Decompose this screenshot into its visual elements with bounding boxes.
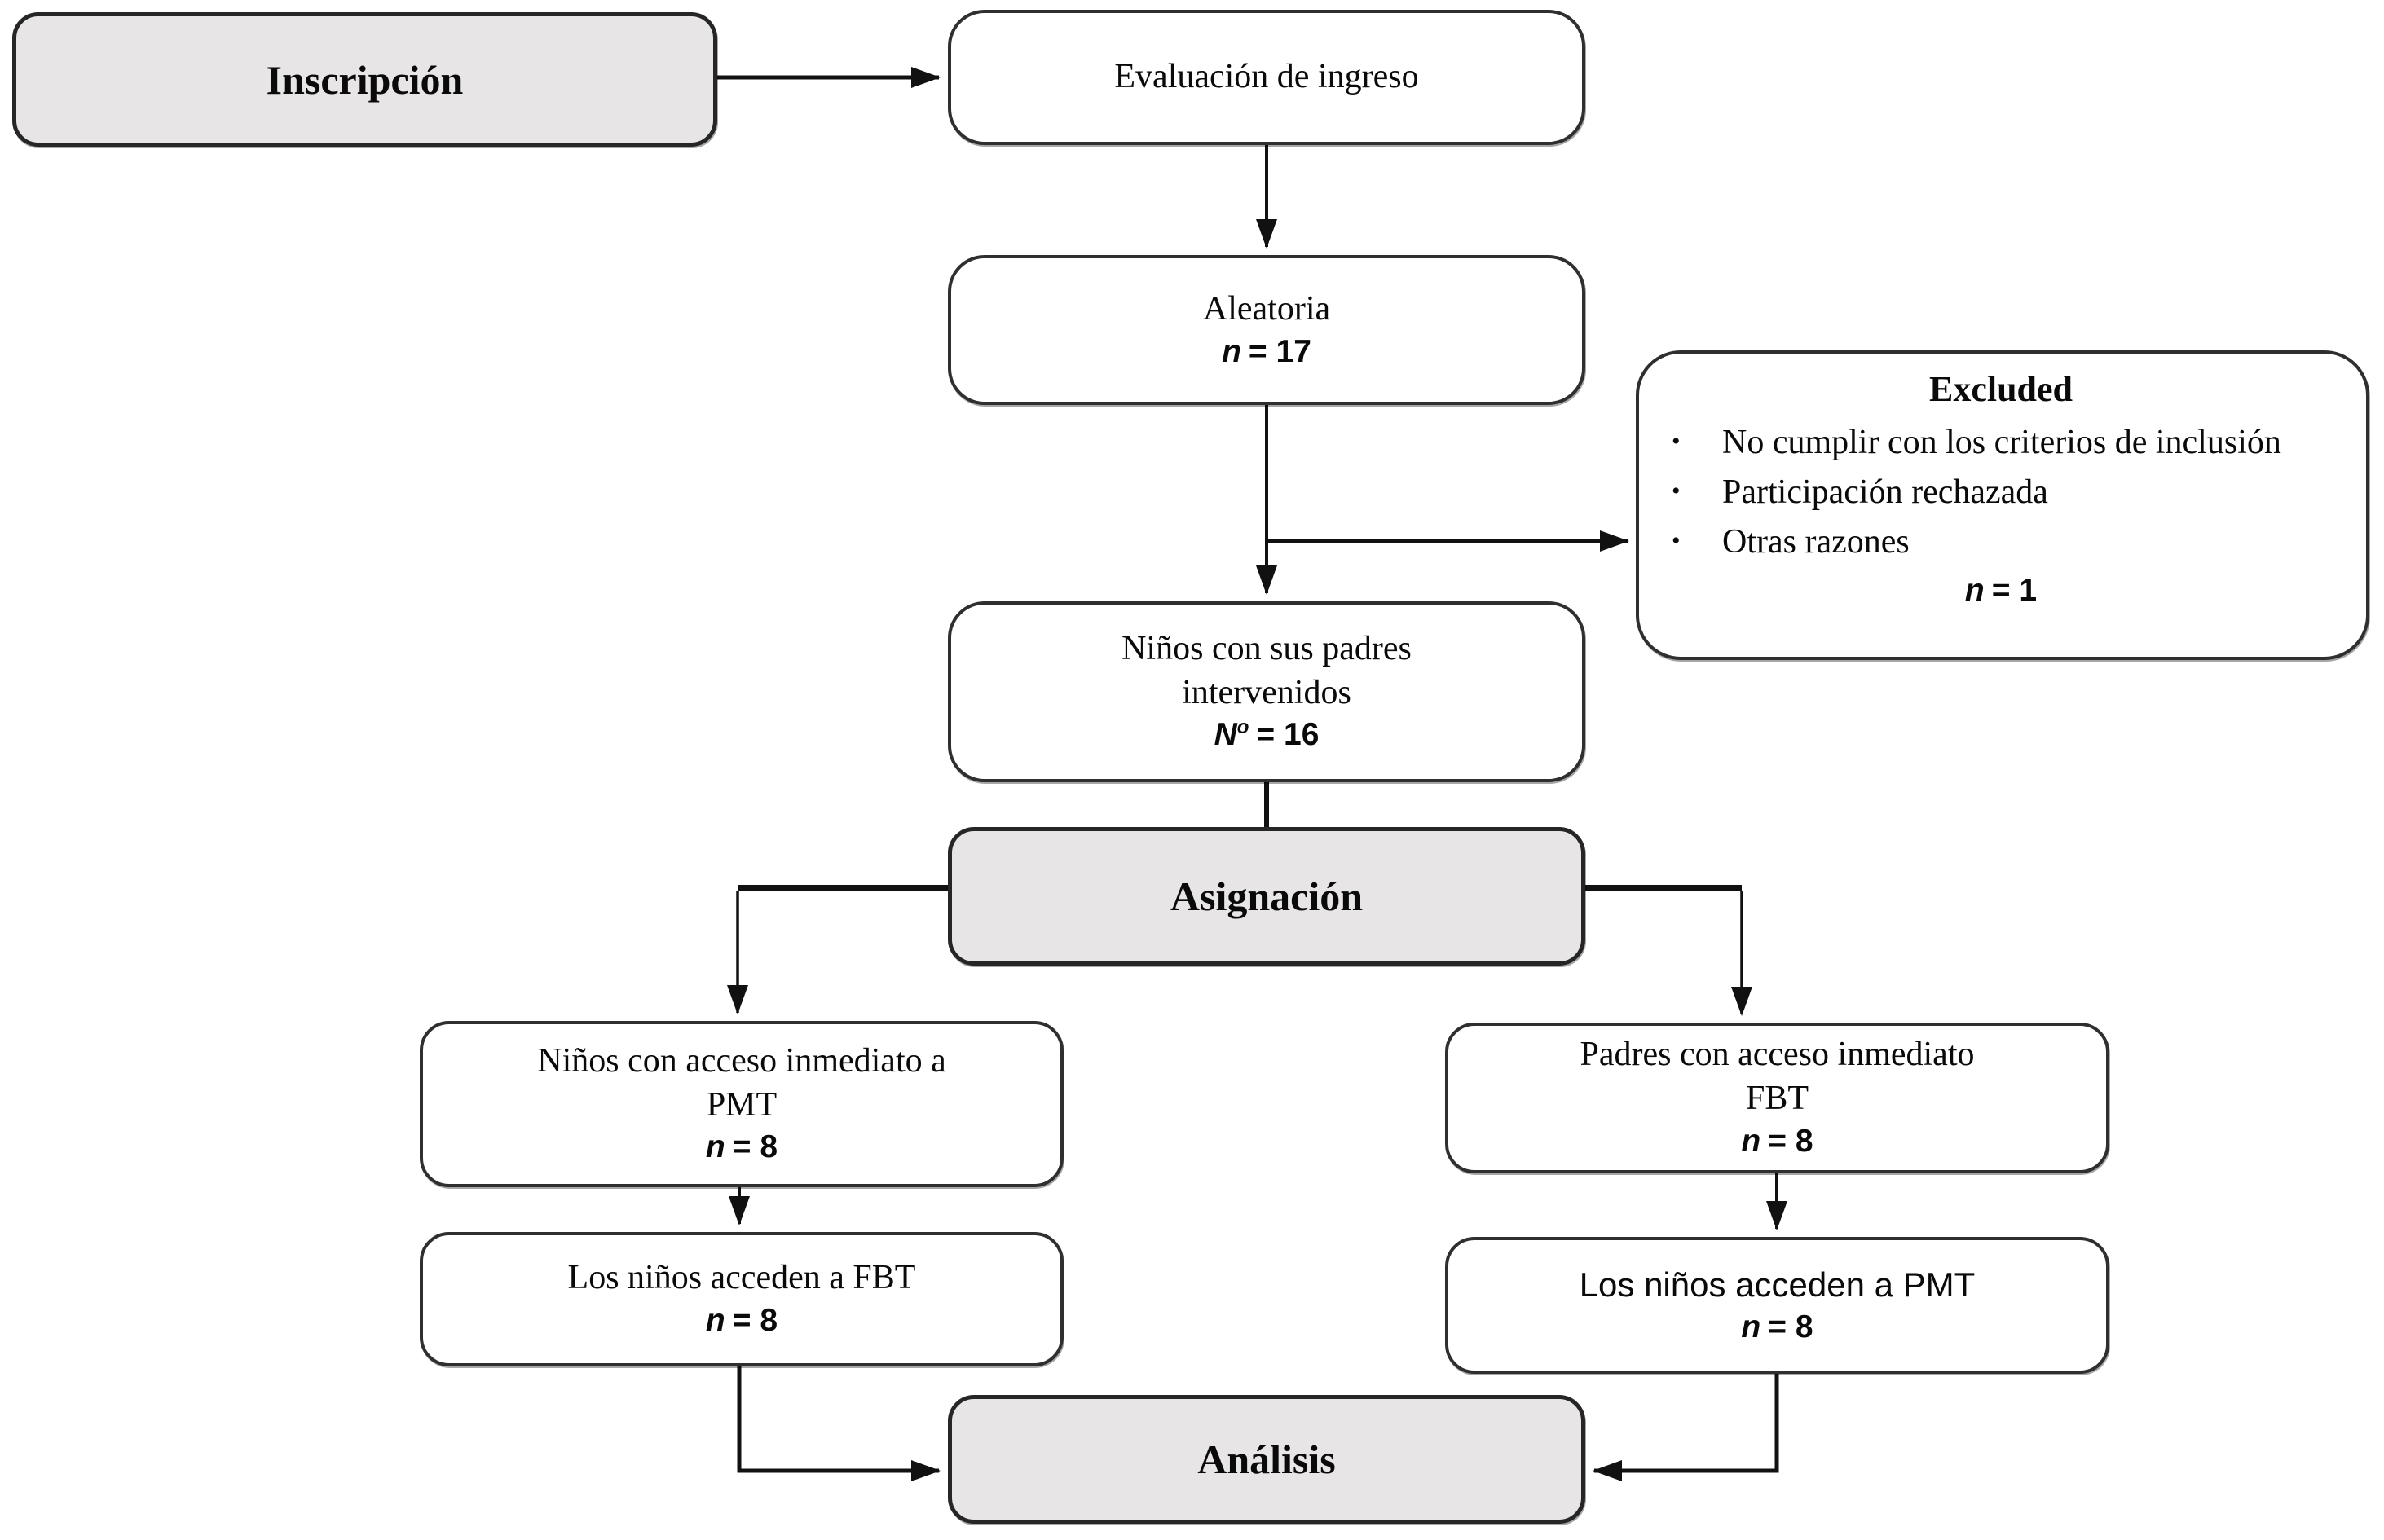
excluded-bullet-2: • Participación rechazada (1664, 470, 2338, 515)
node-ninos-acceden-fbt: Los niños acceden a FBT n= 8 (420, 1232, 1064, 1366)
node-label: Niños con sus padres (1121, 629, 1412, 667)
node-analisis: Análisis (948, 1395, 1585, 1524)
bullet-icon: • (1672, 526, 1681, 554)
node-label: Evaluación de ingreso (1114, 58, 1419, 96)
node-label: intervenidos (1182, 673, 1351, 711)
node-label: Aleatoria (1202, 289, 1331, 328)
node-ninos-acceso-inmediato-pmt: Niños con acceso inmediato a PMT n= 8 (420, 1021, 1064, 1187)
node-evaluacion-de-ingreso: Evaluación de ingreso (948, 10, 1585, 145)
node-padres-acceso-inmediato-fbt: Padres con acceso inmediato FBT n= 8 (1445, 1023, 2109, 1173)
excluded-bullet-3: • Otras razones (1664, 520, 2338, 565)
node-label: Padres con acceso inmediato (1580, 1036, 1975, 1074)
n-count: n= 8 (705, 1303, 778, 1339)
excluded-title: Excluded (1928, 369, 2073, 409)
n-count: n= 8 (1741, 1123, 1813, 1159)
node-label: Los niños acceden a FBT (567, 1259, 916, 1297)
n-count: n= 8 (1741, 1309, 1813, 1344)
bullet-icon: • (1672, 477, 1681, 504)
node-label: Asignación (1170, 873, 1364, 919)
node-label: Niños con acceso inmediato a (537, 1041, 946, 1080)
node-ninos-con-sus-padres-intervenidos: Niños con sus padres intervenidos No= 16 (948, 601, 1585, 782)
n-count: No= 16 (1214, 716, 1320, 753)
n-count: n= 8 (705, 1129, 778, 1165)
node-excluded: Excluded • No cumplir con los criterios … (1636, 350, 2369, 660)
node-label: Análisis (1197, 1437, 1336, 1482)
n-count: n= 1 (1964, 573, 2038, 609)
node-label: Inscripción (266, 56, 464, 103)
node-label: FBT (1745, 1080, 1809, 1118)
node-label: Los niños acceden a PMT (1579, 1265, 1976, 1304)
excluded-bullet-1: • No cumplir con los criterios de inclus… (1664, 420, 2338, 465)
bullet-icon: • (1672, 428, 1681, 455)
arrow-right-bottom-to-analisis (1593, 1374, 1779, 1481)
node-aleatoria: Aleatoria n= 17 (948, 255, 1585, 405)
arrow-left-bottom-to-analisis (737, 1366, 941, 1481)
node-ninos-acceden-pmt: Los niños acceden a PMT n= 8 (1445, 1237, 2109, 1374)
bullet-text: Participación rechazada (1722, 473, 2048, 511)
node-asignacion: Asignación (948, 827, 1585, 966)
bullet-text: Otras razones (1722, 522, 1910, 561)
n-count: n= 17 (1222, 333, 1311, 369)
node-inscripcion: Inscripción (12, 12, 717, 147)
node-label: PMT (706, 1085, 778, 1124)
bullet-text: No cumplir con los criterios de inclusió… (1722, 424, 2281, 462)
